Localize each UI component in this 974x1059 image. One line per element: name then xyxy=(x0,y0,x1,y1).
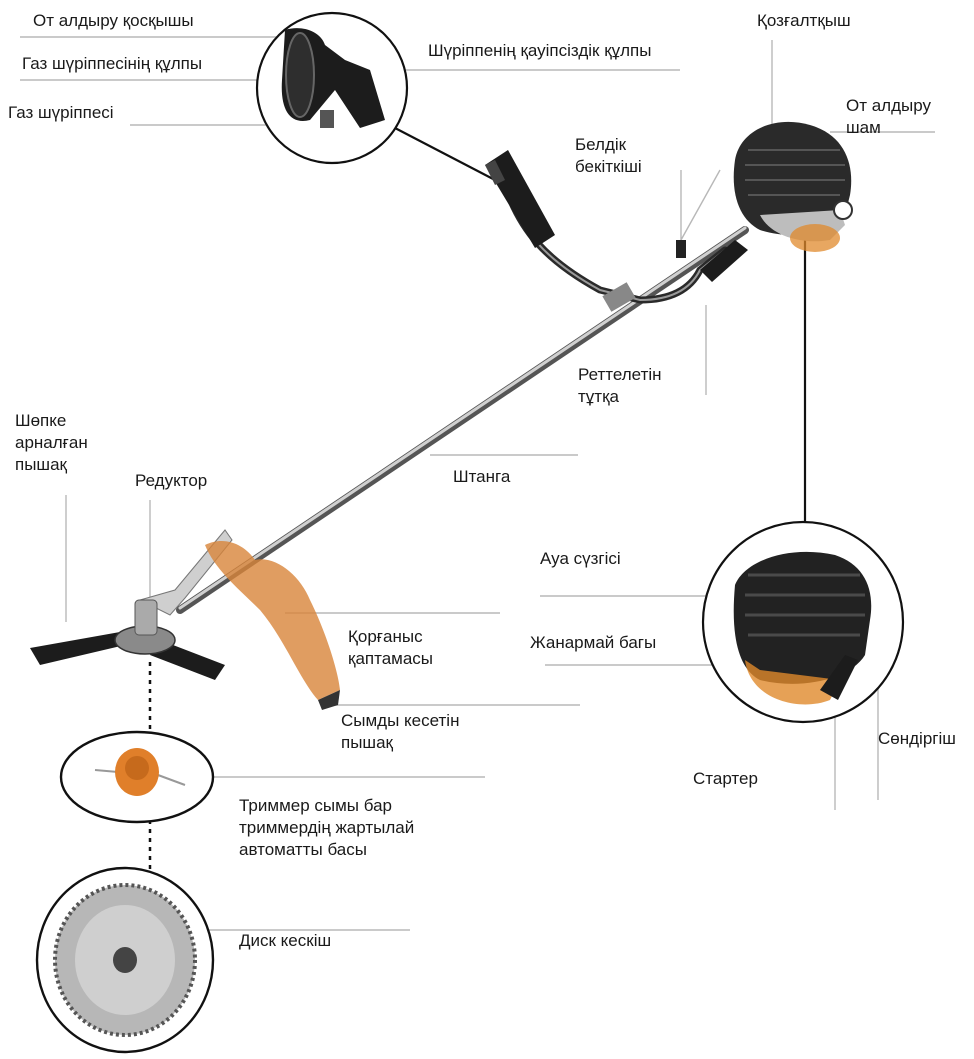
label-gearbox: Редуктор xyxy=(135,470,207,492)
label-shaft: Штанга xyxy=(453,466,510,488)
engine-graphic xyxy=(734,122,852,252)
guard-graphic xyxy=(205,541,340,710)
label-air-filter: Ауа сүзгісі xyxy=(540,548,621,570)
shaft-graphic xyxy=(180,228,745,610)
label-belt-clip: Белдік бекіткіші xyxy=(575,134,642,178)
label-starter: Стартер xyxy=(693,768,758,790)
label-adjustable-handle: Реттелетін тұтқа xyxy=(578,364,662,408)
label-trigger-safety-lock: Шүріппенің қауіпсіздік құлпы xyxy=(428,40,651,62)
label-trimmer-head: Триммер сымы бар триммердің жартылай авт… xyxy=(239,795,414,861)
label-throttle-lock: Газ шүріппесінің құлпы xyxy=(22,53,202,75)
label-throttle-trigger: Газ шүріппесі xyxy=(8,102,114,124)
label-ignition-switch: От алдыру қосқышы xyxy=(33,10,194,32)
label-engine: Қозғалтқыш xyxy=(757,10,851,32)
label-line-cutter-blade: Сымды кесетін пышақ xyxy=(341,710,459,754)
disc-cutter-ellipse xyxy=(37,868,213,1052)
gearbox-graphic xyxy=(30,530,232,680)
label-guard: Қорғаныс қаптамасы xyxy=(348,626,433,670)
label-spark-plug: От алдыру шам xyxy=(846,95,931,139)
throttle-zoom-circle xyxy=(257,13,407,163)
label-grass-blade: Шөпке арналған пышақ xyxy=(15,410,88,476)
label-disc-cutter: Диск кескіш xyxy=(239,930,331,952)
trimmer-head-ellipse xyxy=(61,732,213,822)
label-stop-switch: Сөндіргіш xyxy=(878,728,956,750)
engine-zoom-circle xyxy=(703,522,903,722)
label-fuel-tank: Жанармай багы xyxy=(530,632,656,654)
